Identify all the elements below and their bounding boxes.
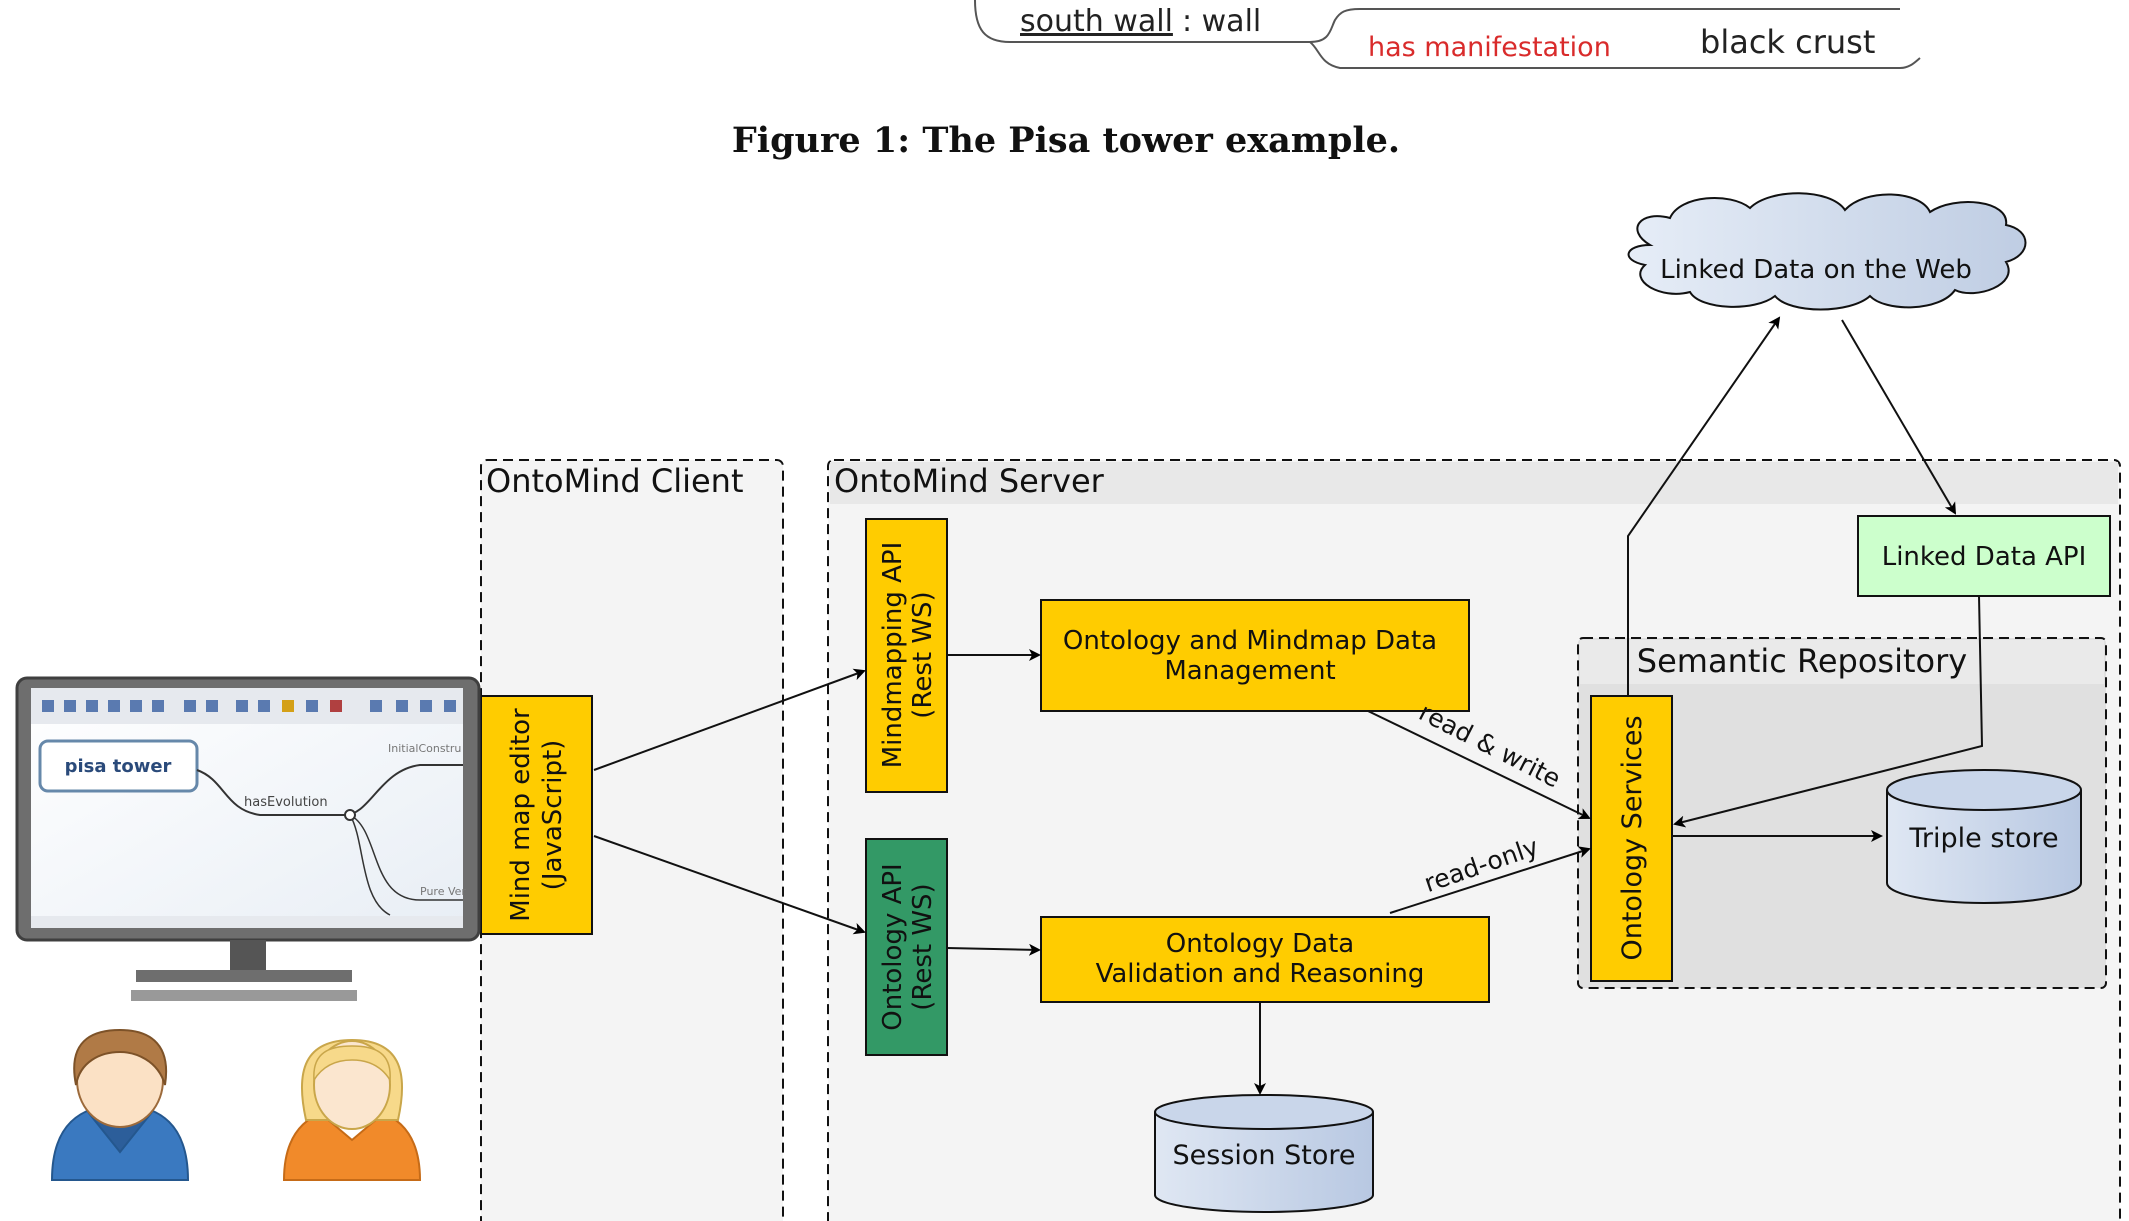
ontology-api-box: Ontology API (Rest WS) bbox=[865, 838, 948, 1056]
edge-services-to-cloud bbox=[1627, 316, 1781, 696]
snippet-curve-right bbox=[1309, 41, 1921, 69]
ontology-services-box: Ontology Services bbox=[1590, 695, 1673, 982]
cloud-label: Linked Data on the Web bbox=[1660, 255, 1972, 285]
session-store: Session Store bbox=[1154, 1094, 1374, 1213]
screen-edge-label: hasEvolution bbox=[244, 795, 328, 810]
triple-store-label: Triple store bbox=[1908, 823, 2058, 854]
snippet-node-suffix: : wall bbox=[1182, 4, 1261, 39]
validation-line1: Ontology Data bbox=[1166, 929, 1354, 959]
data-management-box: Ontology and Mindmap Data Management bbox=[1040, 599, 1470, 712]
linked-data-api-box: Linked Data API bbox=[1857, 515, 2111, 597]
monitor-base bbox=[136, 970, 352, 982]
mind-map-editor-box: Mind map editor (JavaScript) bbox=[480, 695, 593, 935]
screen-branch2: Pure Ver bbox=[420, 885, 466, 898]
screen-node-box bbox=[38, 739, 199, 793]
mindmap-snippet: south wall : wall has manifestation blac… bbox=[974, 0, 1921, 69]
snippet-curve-left bbox=[974, 0, 1900, 43]
mindmapping-api-line2: (Rest WS) bbox=[908, 591, 938, 718]
edge-validation-to-services bbox=[1389, 846, 1591, 914]
editor-line2: (JavaScript) bbox=[538, 740, 568, 891]
mindmapping-api-box: Mindmapping API (Rest WS) bbox=[865, 518, 948, 793]
repository-title: Semantic Repository bbox=[1637, 642, 1967, 680]
snippet-target: black crust bbox=[1700, 23, 1875, 61]
data-management-line1: Ontology and Mindmap Data bbox=[1063, 626, 1437, 656]
server-title: OntoMind Server bbox=[834, 462, 1105, 500]
male-user-icon bbox=[50, 1028, 190, 1181]
ontology-api-line2: (Rest WS) bbox=[908, 883, 938, 1010]
validation-reasoning-box: Ontology Data Validation and Reasoning bbox=[1040, 916, 1490, 1003]
linked-data-api-label: Linked Data API bbox=[1882, 542, 2087, 572]
edge-cloud-to-linked-data-api bbox=[1841, 319, 1957, 515]
validation-line2: Validation and Reasoning bbox=[1096, 959, 1425, 989]
screen-node-label: pisa tower bbox=[65, 756, 172, 777]
data-management-line2: Management bbox=[1164, 656, 1335, 686]
connectors bbox=[593, 316, 1984, 1095]
edge-data-mgmt-to-services bbox=[1367, 710, 1591, 820]
linked-data-cloud: Linked Data on the Web bbox=[1627, 192, 2027, 311]
female-user-icon bbox=[282, 1038, 422, 1181]
editor-line1: Mind map editor bbox=[506, 708, 536, 922]
edge-ontology-api-to-validation bbox=[946, 943, 1041, 956]
monitor-neck bbox=[230, 940, 266, 974]
triple-store: Triple store bbox=[1886, 769, 2082, 904]
snippet-relation: has manifestation bbox=[1368, 32, 1611, 63]
screen-branch1: InitialConstru bbox=[388, 742, 461, 755]
mindmapping-api-line1: Mindmapping API bbox=[878, 542, 908, 769]
figure-caption: Figure 1: The Pisa tower example. bbox=[732, 120, 1400, 161]
edge-linked-data-api-to-services bbox=[1673, 595, 1984, 828]
monitor-icon: pisa tower hasEvolution InitialConstru P… bbox=[15, 676, 481, 1001]
client-panel: OntoMind Client bbox=[480, 459, 784, 1221]
ontology-services-label: Ontology Services bbox=[1617, 715, 1648, 960]
ontology-api-line1: Ontology API bbox=[878, 863, 908, 1030]
client-title: OntoMind Client bbox=[486, 462, 744, 500]
toolbar-icons bbox=[42, 700, 456, 712]
snippet-node-text: south wall bbox=[1020, 4, 1173, 39]
session-store-label: Session Store bbox=[1173, 1140, 1356, 1171]
edge-editor-to-ontology-api bbox=[593, 835, 866, 935]
edge-editor-to-mindmap-api bbox=[593, 668, 866, 771]
